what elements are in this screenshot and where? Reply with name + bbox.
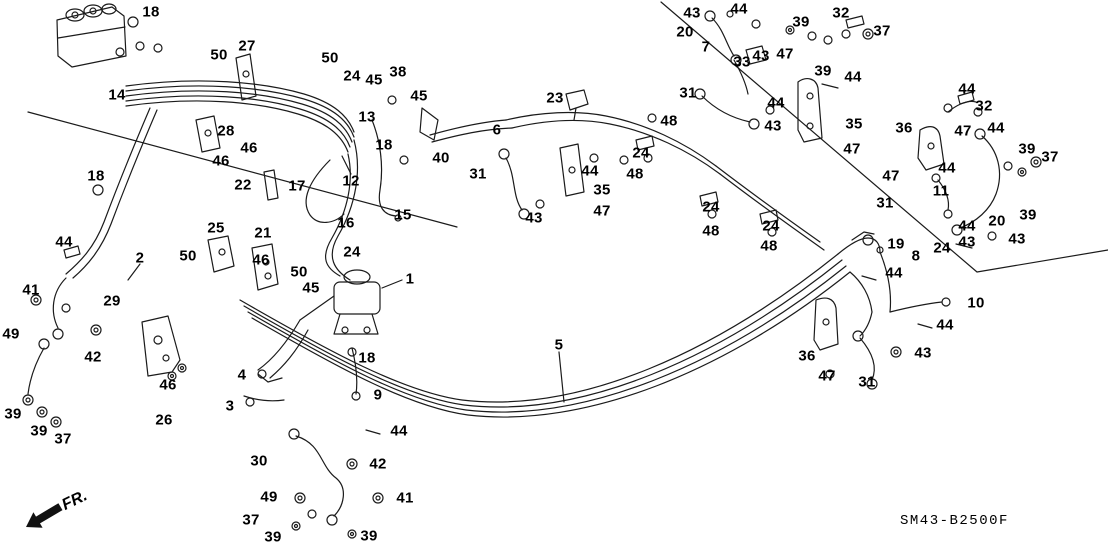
top-right-cluster [694,10,874,143]
main-pipe-run [239,253,851,418]
master-cylinder [299,269,403,335]
divider-line-left [27,111,458,228]
divider-line-right [660,1,1108,273]
diagram-code: SM43-B2500F [900,513,1009,529]
center-cluster [498,89,825,251]
modulator-unit [56,3,163,68]
far-right-cluster [917,91,1042,249]
fr-arrow-icon [26,503,63,528]
bottom-hose-cluster [288,428,384,539]
pipe-bundle [125,80,355,153]
